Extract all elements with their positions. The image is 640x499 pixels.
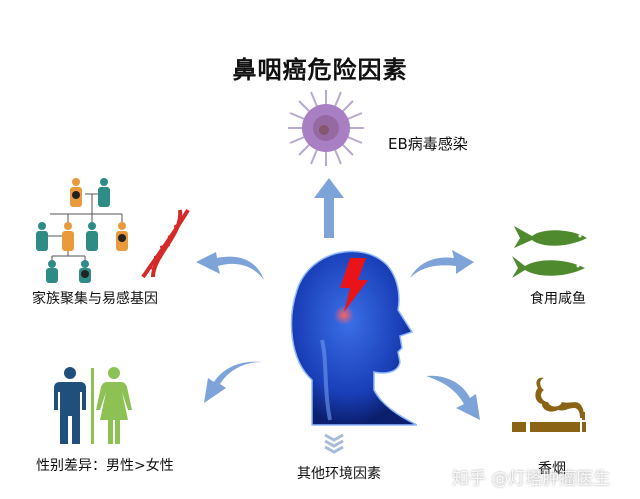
- env-label: 其他环境因素: [297, 466, 381, 482]
- ebv-label: EB病毒感染: [388, 135, 468, 153]
- arrow-down-left-icon: [204, 360, 264, 405]
- fish-label: 食用咸鱼: [530, 291, 586, 307]
- chevrons-down-icon: [323, 432, 345, 454]
- fish-icon: [512, 222, 597, 282]
- arrow-up-icon: [314, 178, 344, 238]
- male-female-icon: [52, 366, 134, 446]
- gender-label: 性别差异：男性>女性: [36, 458, 174, 474]
- arrow-right-icon: [408, 248, 474, 280]
- smoke-label: 香烟: [538, 461, 566, 477]
- family-tree-icon: [30, 178, 140, 283]
- arrow-left-icon: [196, 252, 266, 282]
- family-label: 家族聚集与易感基因: [32, 291, 158, 307]
- arrow-down-right-icon: [424, 372, 484, 422]
- virus-icon: [286, 88, 366, 168]
- cigarette-icon: [510, 374, 596, 434]
- dna-icon: [138, 205, 193, 280]
- head-illustration: [282, 240, 417, 430]
- watermark: 知乎 @灯塔肿瘤医生: [452, 469, 611, 489]
- page-title: 鼻咽癌危险因素: [232, 56, 408, 84]
